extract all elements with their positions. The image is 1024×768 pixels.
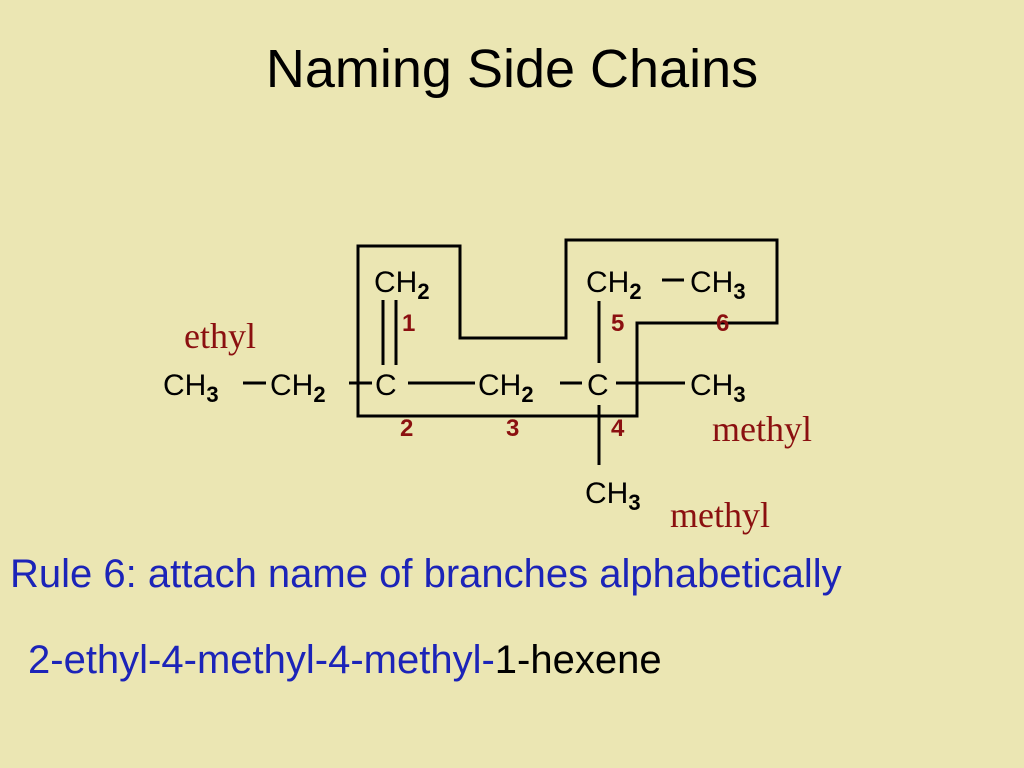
rule-text: Rule 6: attach name of branches alphabet… — [10, 552, 842, 596]
atom-ch3-top-right: CH3 — [690, 266, 746, 304]
atom-c4: C — [587, 369, 609, 402]
label-ethyl: ethyl — [184, 316, 256, 356]
label-methyl-bottom: methyl — [670, 495, 770, 535]
atom-c2: C — [375, 369, 397, 402]
carbon-number-5: 5 — [611, 310, 624, 337]
atom-ch2-left: CH2 — [270, 369, 326, 407]
carbon-number-1: 1 — [402, 310, 415, 337]
label-methyl-right: methyl — [712, 409, 812, 449]
answer-name: 2-ethyl-4-methyl-4-methyl-1-hexene — [28, 638, 662, 683]
atom-ch2-mid: CH2 — [478, 369, 534, 407]
atom-ch2-top-right: CH2 — [586, 266, 642, 304]
carbon-number-6: 6 — [716, 310, 729, 337]
carbon-number-3: 3 — [506, 415, 519, 442]
answer-parent-chain: 1-hexene — [494, 638, 662, 682]
answer-branch-prefix: 2-ethyl-4-methyl-4-methyl- — [28, 638, 495, 682]
carbon-number-2: 2 — [400, 415, 413, 442]
carbon-number-4: 4 — [611, 415, 625, 442]
atom-ch2-top: CH2 — [374, 266, 430, 304]
slide-title: Naming Side Chains — [265, 39, 759, 99]
atom-ch3-bottom: CH3 — [585, 477, 641, 515]
main-chain-box — [356, 238, 779, 418]
atom-ch3-left: CH3 — [163, 369, 219, 407]
atom-ch3-right: CH3 — [690, 369, 746, 407]
